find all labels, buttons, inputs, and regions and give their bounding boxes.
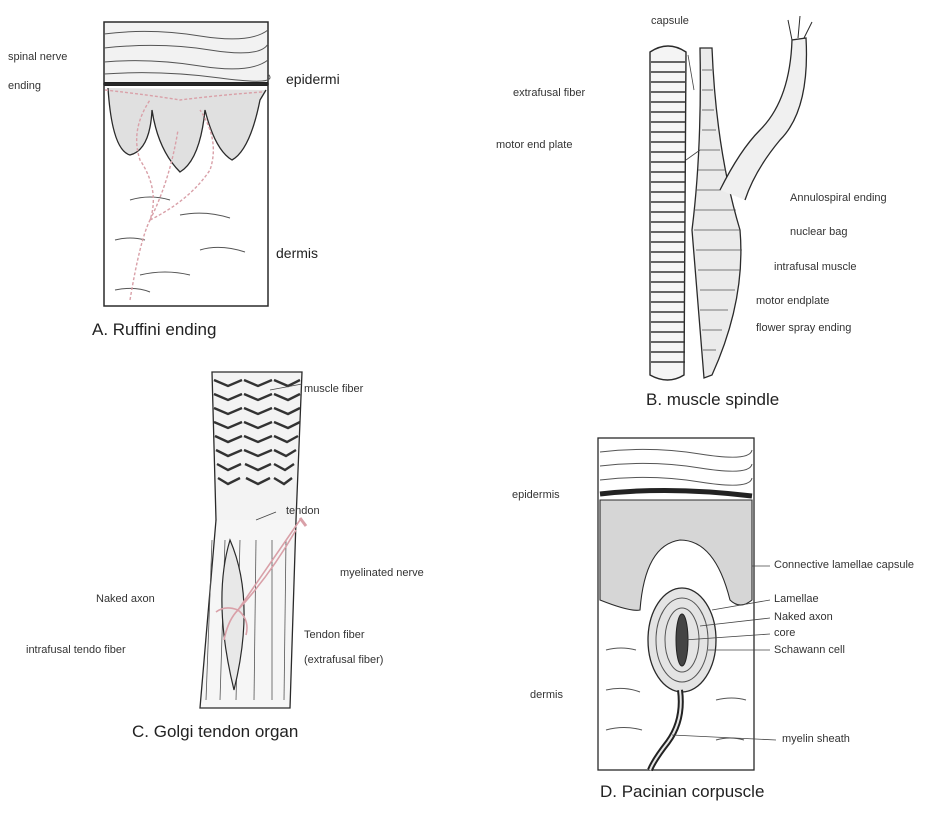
- caption-pacinian-corpuscle: D. Pacinian corpuscle: [600, 782, 764, 802]
- label-naked-axon-d: Naked axon: [774, 612, 833, 623]
- label-dermis-d: dermis: [530, 690, 563, 701]
- label-schawann-cell: Schawann cell: [774, 645, 845, 656]
- label-lamellae: Lamellae: [774, 594, 819, 605]
- label-core: core: [774, 628, 795, 639]
- label-myelin-sheath: myelin sheath: [782, 734, 850, 745]
- label-connective-lamellae-capsule: Connective lamellae capsule: [774, 560, 914, 571]
- label-epidermis: epidermis: [512, 490, 560, 501]
